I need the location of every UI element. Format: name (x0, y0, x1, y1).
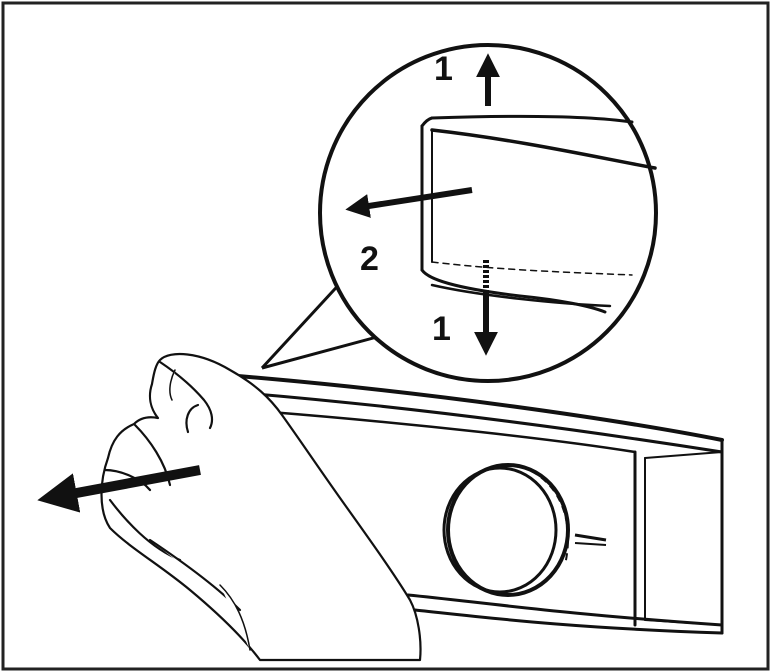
pull-direction-arrow (37, 465, 201, 513)
step-label-up: 1 (434, 50, 453, 88)
callout-pointer-upper (260, 276, 347, 370)
step-label-down: 1 (432, 310, 451, 348)
magnified-detail-callout: 1 2 1 (260, 43, 658, 383)
step-label-out: 2 (360, 240, 379, 278)
magnifier-circle (318, 43, 658, 383)
callout-pointer-lower (261, 332, 389, 370)
arrow-slide-out (345, 187, 473, 218)
thermostat-knob (442, 463, 607, 597)
hand-illustration (100, 353, 422, 662)
control-panel (230, 374, 724, 635)
